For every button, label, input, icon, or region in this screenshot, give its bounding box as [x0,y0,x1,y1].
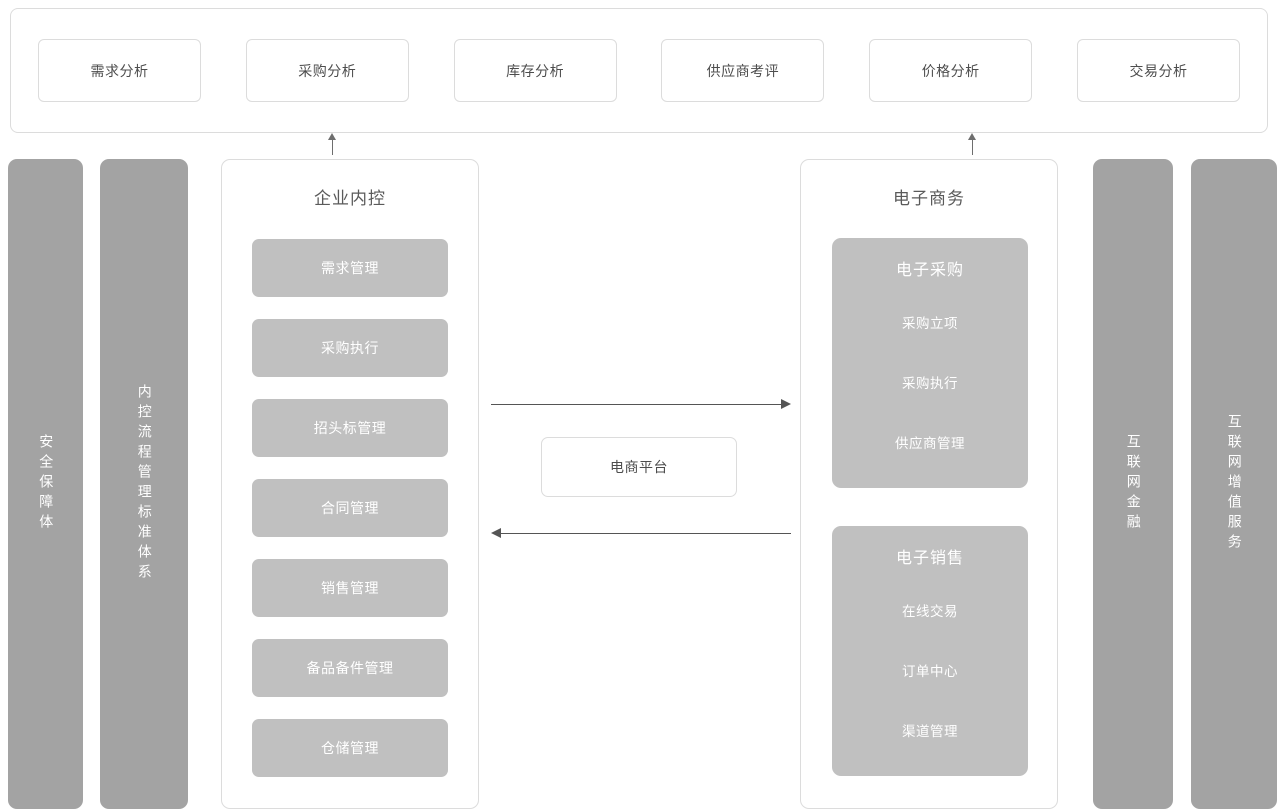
pillar-internet-finance: 互联网金融 [1093,159,1173,809]
arrow-shaft [501,533,791,534]
group-item-supplier-management[interactable]: 供应商管理 [832,420,1028,464]
analytics-card-price[interactable]: 价格分析 [869,39,1033,102]
analytics-band: 需求分析 采购分析 库存分析 供应商考评 价格分析 交易分析 [10,8,1268,133]
pillar-internet-value-added-service: 互联网增值服务 [1191,159,1277,809]
module-tile-bidding-management[interactable]: 招头标管理 [252,399,448,457]
group-item-procurement-execution[interactable]: 采购执行 [832,360,1028,404]
group-item-procurement-initiation[interactable]: 采购立项 [832,300,1028,344]
module-tile-demand-management[interactable]: 需求管理 [252,239,448,297]
module-tile-label: 销售管理 [321,580,379,596]
arrow-up-icon [966,133,980,155]
internal-control-module-list: 需求管理 采购执行 招头标管理 合同管理 销售管理 备品备件管理 仓储管理 [252,239,448,777]
arrow-right-icon [491,399,791,410]
module-tile-spare-parts-management[interactable]: 备品备件管理 [252,639,448,697]
analytics-card-demand[interactable]: 需求分析 [38,39,201,102]
analytics-card-transaction[interactable]: 交易分析 [1076,39,1240,102]
analytics-card-label: 价格分析 [921,62,980,79]
group-item-label: 采购立项 [902,316,958,331]
pillar-label: 安全保障体 [38,434,55,534]
group-item-list: 在线交易 订单中心 渠道管理 [832,588,1028,752]
group-item-channel-management[interactable]: 渠道管理 [832,708,1028,752]
module-tile-warehouse-management[interactable]: 仓储管理 [252,719,448,777]
group-item-list: 采购立项 采购执行 供应商管理 [832,300,1028,464]
panel-title: 企业内控 [314,189,386,208]
panel-internal-control: 企业内控 需求管理 采购执行 招头标管理 合同管理 销售管理 备品备件管理 仓储… [221,159,479,809]
arrow-shaft [332,138,333,155]
ecommerce-platform-label: 电商平台 [610,459,668,475]
group-item-label: 采购执行 [902,376,958,391]
analytics-card-procurement[interactable]: 采购分析 [245,39,409,102]
group-item-label: 订单中心 [902,664,958,679]
ecommerce-platform-box[interactable]: 电商平台 [541,437,737,497]
arrow-head [491,528,501,538]
arrow-shaft [972,138,973,155]
group-item-order-center[interactable]: 订单中心 [832,648,1028,692]
arrow-head [781,399,791,409]
analytics-card-list: 需求分析 采购分析 库存分析 供应商考评 价格分析 交易分析 [11,9,1267,132]
analytics-card-label: 供应商考评 [706,62,780,79]
group-card-electronic-procurement: 电子采购 采购立项 采购执行 供应商管理 [832,238,1028,488]
pillar-label: 互联网金融 [1125,434,1142,534]
module-tile-sales-management[interactable]: 销售管理 [252,559,448,617]
pillar-label: 内控流程管理标准体系 [136,384,153,584]
analytics-card-supplier-evaluation[interactable]: 供应商考评 [661,39,825,102]
group-item-online-transaction[interactable]: 在线交易 [832,588,1028,632]
module-tile-procurement-execution[interactable]: 采购执行 [252,319,448,377]
module-tile-label: 仓储管理 [321,740,379,756]
module-tile-label: 采购执行 [321,340,379,356]
group-item-label: 在线交易 [902,604,958,619]
arrow-up-icon [326,133,340,155]
arrow-left-icon [491,528,791,539]
module-tile-label: 合同管理 [321,500,379,516]
pillar-label: 互联网增值服务 [1226,414,1243,554]
module-tile-contract-management[interactable]: 合同管理 [252,479,448,537]
analytics-card-label: 采购分析 [298,62,357,79]
analytics-card-label: 库存分析 [506,62,565,79]
module-tile-label: 招头标管理 [313,420,387,436]
analytics-card-label: 需求分析 [90,62,149,79]
group-item-label: 渠道管理 [902,724,958,739]
group-card-title: 电子采购 [895,262,964,279]
group-card-title: 电子销售 [895,550,964,567]
pillar-security-assurance: 安全保障体 [8,159,83,809]
group-card-electronic-sales: 电子销售 在线交易 订单中心 渠道管理 [832,526,1028,776]
arrow-head [328,133,336,140]
arrow-head [968,133,976,140]
analytics-card-label: 交易分析 [1129,62,1188,79]
analytics-card-inventory[interactable]: 库存分析 [453,39,617,102]
panel-title: 电子商务 [893,189,965,208]
module-tile-label: 需求管理 [321,260,379,276]
panel-ecommerce: 电子商务 电子采购 采购立项 采购执行 供应商管理 电子销售 在线交易 订单中心 [800,159,1058,809]
module-tile-label: 备品备件管理 [306,660,394,676]
arrow-shaft [491,404,781,405]
pillar-process-standard-system: 内控流程管理标准体系 [100,159,188,809]
group-item-label: 供应商管理 [895,436,965,451]
